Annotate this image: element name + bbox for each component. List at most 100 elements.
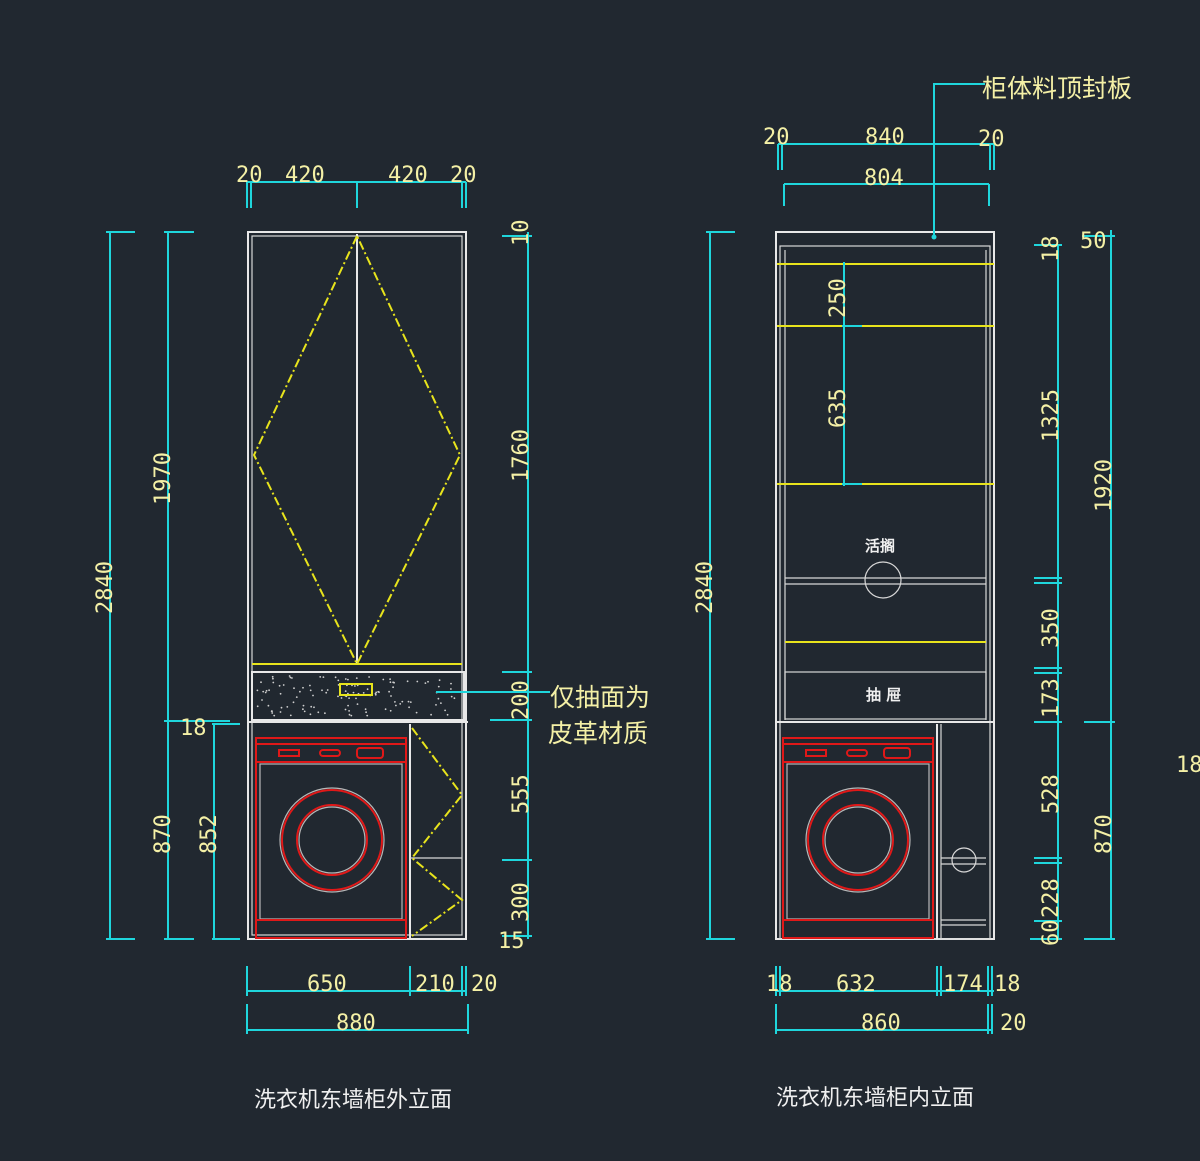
speckle-dot	[299, 690, 301, 693]
dim-top-20-left: 20	[236, 163, 263, 188]
speckle-dot	[362, 692, 365, 694]
speckle-dot	[350, 714, 353, 717]
dim-bottom-174: 174	[943, 972, 983, 997]
dim-bottom-210: 210	[415, 972, 455, 997]
dim-right-15: 15	[498, 929, 525, 954]
speckle-dot	[256, 705, 259, 708]
speckle-dot	[302, 708, 304, 711]
dim-bottom-18-right: 18	[994, 972, 1021, 997]
speckle-dot	[435, 704, 437, 706]
speckle-dot	[399, 703, 402, 705]
drawer-label: 抽 屉	[866, 686, 901, 704]
speckle-dot	[344, 678, 347, 680]
speckle-dot	[348, 710, 350, 712]
speckle-dot	[356, 703, 359, 705]
speckle-dot	[337, 679, 340, 682]
speckle-dot	[260, 681, 262, 684]
speckle-dot	[450, 695, 453, 698]
speckle-dot	[355, 677, 358, 679]
speckle-dot	[279, 711, 282, 713]
speckle-dot	[347, 678, 349, 681]
speckle-dot	[366, 714, 369, 717]
dim-right-total-height: 2840	[693, 561, 718, 614]
dim-total-height: 2840	[93, 561, 118, 614]
speckle-dot	[321, 689, 323, 692]
dim-bottom-632: 632	[836, 972, 876, 997]
inner-drawer	[784, 671, 987, 720]
top-panel-note: 柜体料顶封板	[982, 74, 1132, 103]
speckle-dot	[365, 711, 367, 714]
speckle-dot	[278, 684, 281, 687]
speckle-dot	[265, 689, 268, 692]
speckle-dot	[382, 678, 385, 681]
speckle-dot	[279, 692, 282, 695]
speckle-dot	[377, 690, 380, 693]
speckle-dot	[344, 690, 347, 692]
speckle-dot	[334, 676, 337, 679]
speckle-dot	[424, 682, 427, 684]
speckle-dot	[389, 678, 391, 680]
dim-right-10: 10	[509, 220, 534, 247]
speckle-dot	[309, 689, 312, 692]
dim-bottom-18-left: 18	[766, 972, 793, 997]
dim-right-1760: 1760	[509, 429, 534, 482]
dim-bottom-880: 880	[336, 1011, 376, 1036]
dim-inner-right-528: 528	[1039, 774, 1064, 814]
speckle-dot	[270, 710, 273, 713]
speckle-dot	[272, 677, 274, 680]
speckle-dot	[262, 690, 265, 693]
speckle-dot	[394, 701, 396, 703]
side-shelf-marker	[951, 847, 977, 873]
dim-lower-height: 870	[151, 814, 176, 854]
dim-machine-height: 852	[197, 814, 222, 854]
speckle-dot	[440, 702, 442, 704]
speckle-dot	[261, 699, 263, 701]
speckle-dot	[352, 691, 355, 694]
dim-stray-18: 18	[1176, 753, 1200, 778]
dim-top-840: 840	[865, 125, 905, 150]
dim-bottom-side-20: 20	[1000, 1011, 1027, 1036]
dim-top-20-right: 20	[450, 163, 477, 188]
speckle-dot	[437, 697, 440, 700]
dim-right-200: 200	[509, 680, 534, 720]
speckle-dot	[302, 686, 304, 689]
speckle-dot	[374, 693, 377, 696]
adjustable-shelf-label: 活搁	[865, 537, 895, 555]
speckle-dot	[347, 704, 349, 707]
speckle-dot	[344, 708, 347, 711]
dim-inner-right-18: 18	[1039, 236, 1064, 263]
speckle-dot	[317, 711, 320, 714]
left-door-diamond	[252, 235, 462, 667]
drawer-handle	[339, 683, 373, 696]
dim-bottom-20: 20	[471, 972, 498, 997]
speckle-dot	[450, 688, 452, 690]
speckle-dot	[437, 685, 440, 688]
speckle-dot	[280, 706, 283, 709]
left-washing-machine	[255, 737, 407, 939]
speckle-dot	[256, 689, 259, 692]
speckle-dot	[319, 676, 322, 678]
dim-right-555: 555	[509, 774, 534, 814]
dim-top-20-left-inner: 20	[763, 125, 790, 150]
dim-gap-18: 18	[180, 716, 207, 741]
speckle-dot	[264, 691, 267, 694]
dim-outer-right-1920: 1920	[1092, 459, 1117, 512]
material-note-line1: 仅抽面为	[550, 683, 650, 712]
speckle-dot	[282, 684, 285, 686]
speckle-dot	[326, 689, 329, 691]
speckle-dot	[450, 682, 452, 685]
speckle-dot	[415, 711, 418, 714]
speckle-dot	[295, 696, 298, 698]
dim-inner-635: 635	[826, 388, 851, 428]
speckle-dot	[292, 701, 295, 704]
speckle-dot	[324, 712, 326, 715]
speckle-dot	[312, 694, 314, 697]
left-elevation-caption: 洗衣机东墙柜外立面	[254, 1088, 452, 1113]
left-side-door-pattern	[410, 727, 464, 937]
speckle-dot	[340, 697, 343, 699]
speckle-dot	[267, 704, 270, 707]
speckle-dot	[348, 713, 351, 716]
dim-inner-right-173: 173	[1039, 678, 1064, 718]
speckle-dot	[309, 713, 312, 716]
